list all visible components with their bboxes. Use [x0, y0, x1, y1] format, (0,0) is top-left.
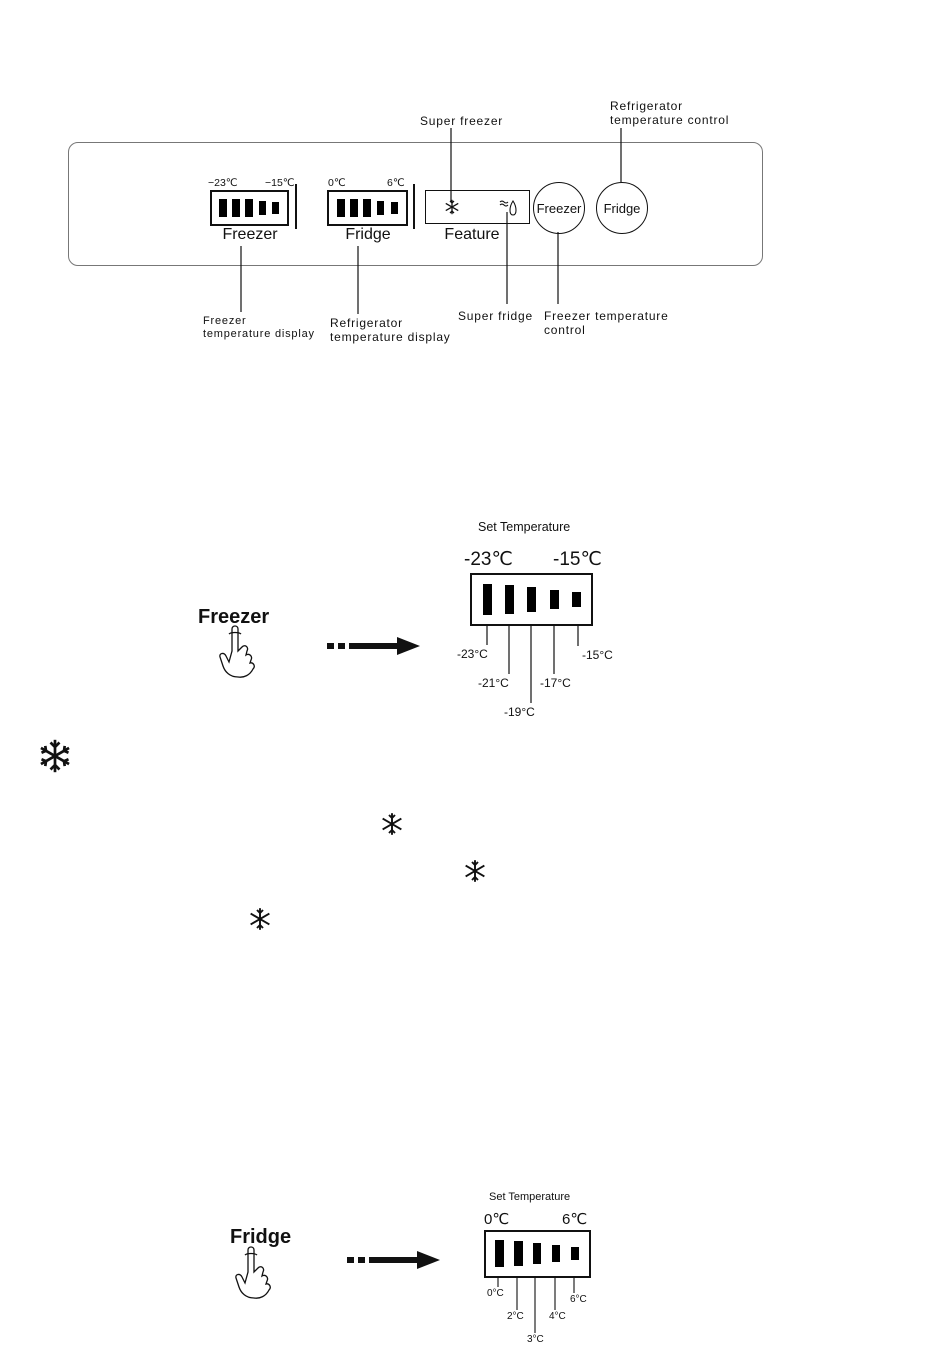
fridge-set-bar — [571, 1247, 579, 1260]
fridge-display-bar — [337, 199, 345, 217]
freezer-level-lines — [486, 624, 579, 703]
freezer-control-callout-line1: Freezer temperature — [544, 309, 669, 323]
feature-display — [425, 190, 530, 224]
arrow-icon — [327, 637, 420, 655]
fridge-hand-label: Fridge — [230, 1226, 292, 1248]
control-panel — [68, 142, 763, 266]
fridge-level-label: 3°C — [527, 1334, 544, 1345]
freezer-set-bar — [527, 587, 536, 612]
fridge-set-bar — [552, 1245, 560, 1262]
feature-display-caption: Feature — [444, 226, 500, 243]
fridge-set-max: 6℃ — [562, 1211, 588, 1228]
fridge-set-bar — [495, 1240, 504, 1267]
fridge-level-label: 0°C — [487, 1288, 504, 1299]
fridge-temperature-display — [327, 190, 408, 226]
freezer-level-label: -17°C — [540, 676, 571, 690]
freezer-display-callout-line1: Freezer — [203, 315, 247, 327]
refrigerator-display-callout-line2: temperature display — [330, 330, 451, 344]
super-fridge-callout: Super fridge — [458, 309, 533, 323]
snowflake-icon — [40, 739, 70, 773]
refrigerator-display-callout-line1: Refrigerator — [330, 316, 403, 330]
super-freezer-callout: Super freezer — [420, 114, 504, 128]
freezer-set-bar — [483, 584, 492, 615]
hand-press-icon — [235, 1246, 271, 1299]
refrigerator-control-callout-line1: Refrigerator — [610, 99, 683, 113]
panel-leader-lines — [240, 128, 622, 314]
freezer-hand-label: Freezer — [198, 606, 270, 628]
freezer-display-bar — [259, 201, 266, 215]
freezer-set-bar — [572, 592, 581, 607]
fridge-temperature-button[interactable]: Fridge — [596, 182, 648, 234]
fridge-display-bar — [350, 199, 358, 217]
freezer-set-bar — [550, 590, 559, 609]
freezer-level-label: -15°C — [582, 648, 613, 662]
snowflake-icon — [465, 860, 485, 882]
fridge-set-min: 0℃ — [484, 1211, 510, 1228]
freezer-display-bar — [219, 199, 227, 217]
drop-icon — [499, 200, 517, 216]
freezer-level-label: -21°C — [478, 676, 509, 690]
refrigerator-control-callout-line2: temperature control — [610, 113, 730, 127]
snowflake-icon — [445, 199, 459, 215]
freezer-set-max: -15℃ — [553, 549, 602, 570]
fridge-display-bar — [391, 202, 398, 214]
freezer-display-bar — [232, 199, 240, 217]
freezer-display-bar — [245, 199, 253, 217]
fridge-set-bar — [514, 1241, 523, 1266]
fridge-display-caption: Fridge — [345, 226, 391, 243]
snowflake-icon — [250, 908, 270, 930]
fridge-display-bar — [363, 199, 371, 217]
fridge-set-title: Set Temperature — [489, 1191, 571, 1203]
freezer-set-min: -23℃ — [464, 549, 513, 570]
divider — [295, 184, 297, 229]
freezer-set-title: Set Temperature — [478, 520, 571, 534]
freezer-set-bar — [505, 585, 514, 614]
freezer-level-label: -23°C — [457, 647, 488, 661]
freezer-display-max: −15℃ — [265, 177, 295, 189]
freezer-level-label: -19°C — [504, 705, 535, 719]
freezer-display-callout-line2: temperature display — [203, 328, 315, 340]
fridge-level-label: 4°C — [549, 1311, 566, 1322]
snowflake-icon — [382, 813, 402, 835]
fridge-display-min: 0℃ — [328, 177, 346, 189]
fridge-level-label: 2°C — [507, 1311, 524, 1322]
fridge-set-display — [484, 1230, 591, 1278]
freezer-control-callout-line2: control — [544, 323, 586, 337]
freezer-temperature-display — [210, 190, 289, 226]
freezer-display-bar — [272, 202, 279, 214]
freezer-display-caption: Freezer — [222, 226, 278, 243]
fridge-set-bar — [533, 1243, 541, 1264]
arrow-icon — [347, 1251, 440, 1269]
fridge-display-bar — [377, 201, 384, 215]
divider — [413, 184, 415, 229]
hand-press-icon — [219, 625, 255, 678]
fridge-level-label: 6°C — [570, 1294, 587, 1305]
fridge-display-max: 6℃ — [387, 177, 405, 189]
freezer-temperature-button[interactable]: Freezer — [533, 182, 585, 234]
freezer-display-min: −23℃ — [208, 177, 238, 189]
